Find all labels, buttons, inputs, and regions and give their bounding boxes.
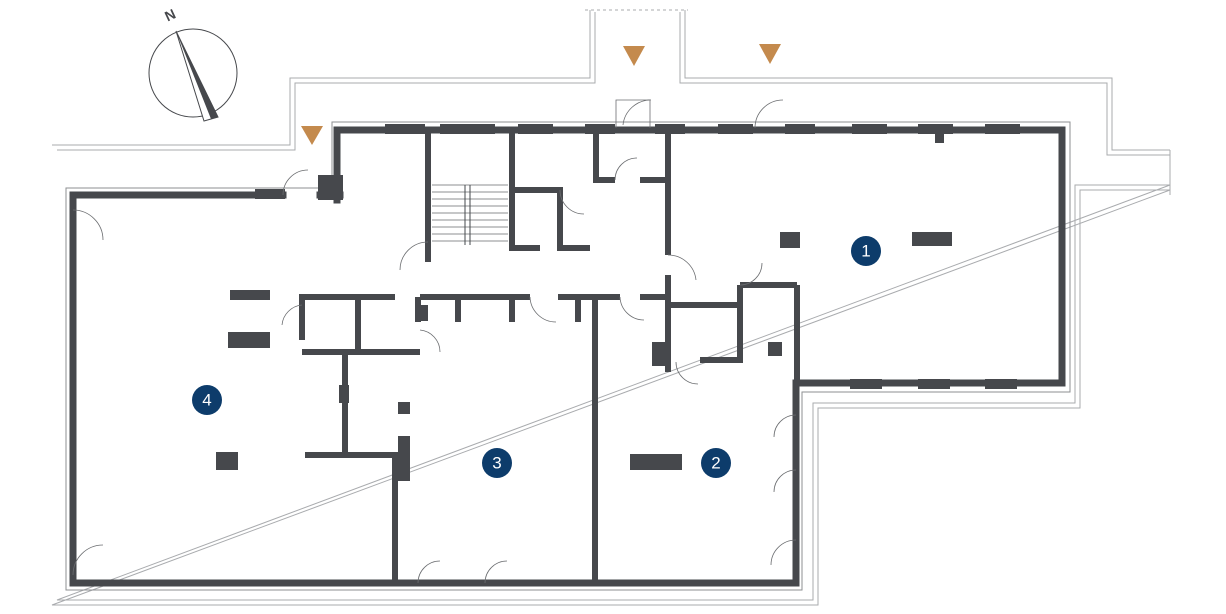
entrance-icon (623, 46, 645, 66)
doors (72, 99, 797, 584)
compass: N (148, 6, 238, 122)
room-number: 1 (861, 242, 870, 261)
room-number: 4 (202, 391, 211, 410)
exterior-wall-lines (65, 121, 1071, 591)
staircase (432, 184, 508, 245)
entrance-icon (301, 126, 323, 145)
room-marker-1[interactable]: 1 (851, 236, 881, 266)
entrance-icon (759, 44, 781, 64)
room-number: 3 (492, 454, 501, 473)
fixtures (216, 232, 952, 481)
entrance-markers (301, 44, 781, 145)
terrace-outline (51, 9, 1171, 606)
exterior-walls (69, 124, 1066, 587)
room-marker-3[interactable]: 3 (482, 448, 512, 478)
interior-walls (299, 130, 800, 583)
room-marker-4[interactable]: 4 (192, 385, 222, 415)
room-number: 2 (711, 454, 720, 473)
compass-north-label: N (162, 6, 178, 25)
room-marker-2[interactable]: 2 (701, 448, 731, 478)
